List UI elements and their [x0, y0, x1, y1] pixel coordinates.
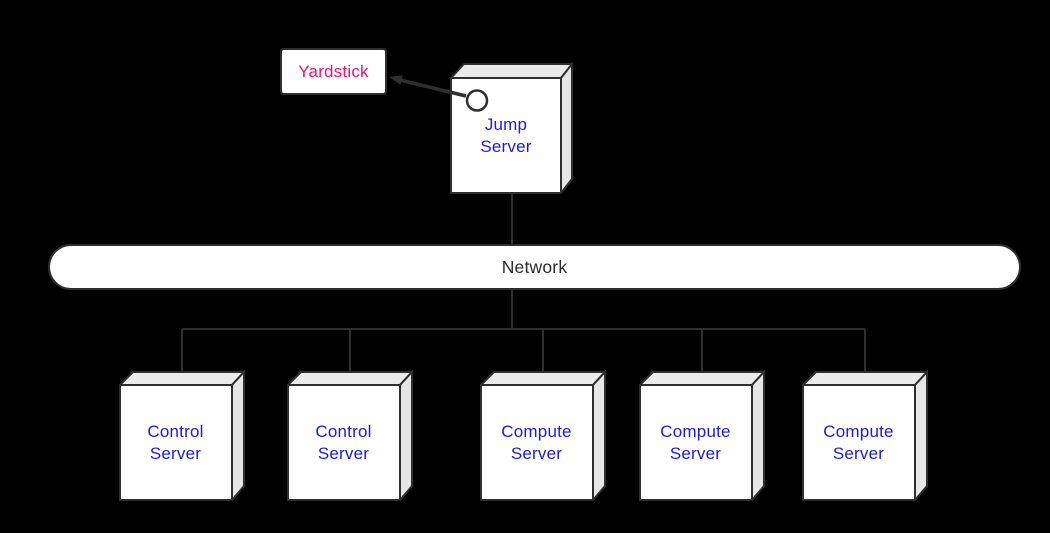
- yardstick-box: Yardstick: [280, 48, 387, 95]
- network-bus: Network: [48, 244, 1021, 290]
- box-side-face: [560, 62, 573, 194]
- box-side-face: [592, 370, 606, 501]
- node-control-server-2: Control Server: [287, 370, 413, 501]
- server-label: Control Server: [147, 421, 204, 463]
- yardstick-label: Yardstick: [298, 61, 369, 81]
- box-side-face: [399, 370, 413, 501]
- jump-server-label: Jump Server: [480, 114, 532, 156]
- box-front-face: [119, 384, 233, 501]
- node-control-server-1: Control Server: [119, 370, 245, 501]
- box-side-face: [914, 370, 928, 501]
- network-label: Network: [501, 256, 568, 277]
- server-box-shape: [802, 370, 928, 501]
- box-front-face: [639, 384, 753, 501]
- server-box-shape: [119, 370, 245, 501]
- box-front-face: [480, 384, 594, 501]
- node-jump-server: Jump Server: [450, 62, 573, 194]
- node-compute-server-3: Compute Server: [802, 370, 928, 501]
- server-label: Compute Server: [660, 421, 731, 463]
- box-front-face: [287, 384, 401, 501]
- box-side-face: [751, 370, 765, 501]
- node-compute-server-1: Compute Server: [480, 370, 606, 501]
- server-label: Compute Server: [823, 421, 894, 463]
- box-front-face: [802, 384, 916, 501]
- server-box-shape: [639, 370, 765, 501]
- box-side-face: [231, 370, 245, 501]
- server-label: Control Server: [315, 421, 372, 463]
- box-top-face: [450, 63, 573, 79]
- server-box-shape: [480, 370, 606, 501]
- server-box-shape: [287, 370, 413, 501]
- node-compute-server-2: Compute Server: [639, 370, 765, 501]
- server-label: Compute Server: [501, 421, 572, 463]
